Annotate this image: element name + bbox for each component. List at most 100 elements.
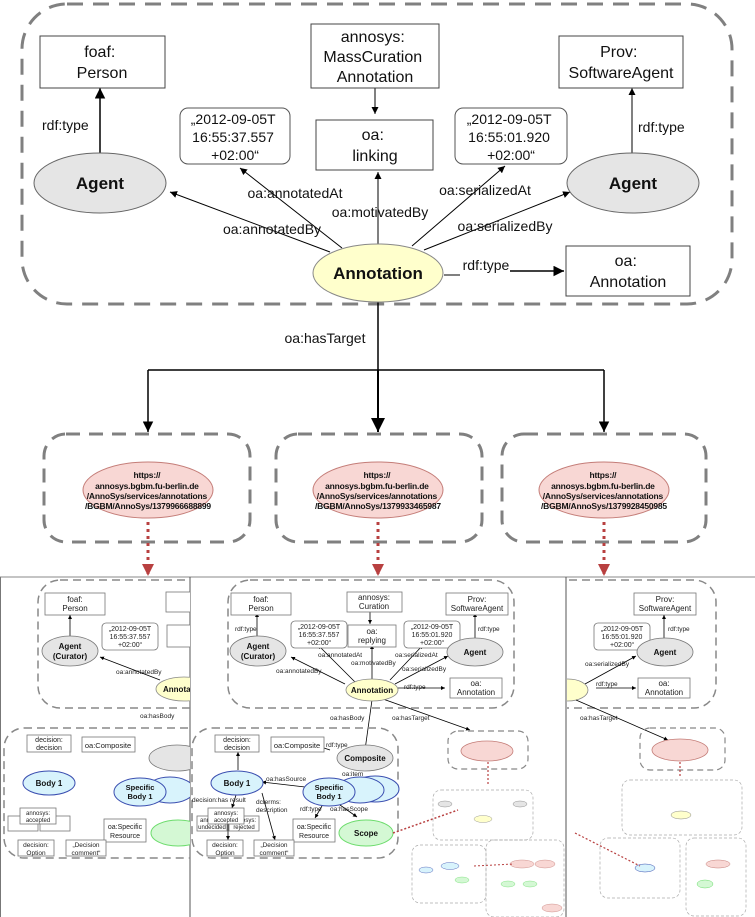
foaf-person-box — [39, 35, 166, 89]
svg-text:„2012-09-05T 16:55:37.557: „2012-09-05T 16:55:37.557 +02:00“ — [191, 111, 279, 163]
annotated-at-line3: +02:00“ — [211, 147, 259, 163]
sub-oa-composite: oa:Composite — [274, 741, 320, 750]
sub-lbl-target: oa:hasTarget — [392, 715, 430, 722]
annotated-at-line2: 16:55:37.557 — [192, 129, 274, 145]
sub-lbl-by: oa:annotatedBy — [276, 668, 322, 675]
sub-motivation-1: oa: — [366, 627, 377, 636]
right-sw-2: SoftwareAgent — [639, 604, 692, 613]
right-agent: Agent — [654, 648, 677, 657]
sub-lbl-body: oa:hasBody — [330, 715, 365, 722]
label-motivated-by: oa:motivatedBy — [332, 204, 429, 220]
oa-annotation-type-box — [565, 245, 691, 297]
sub-lbl-st: oa:serializedAt — [395, 652, 438, 659]
oa-annotation-line2: Annotation — [590, 274, 667, 291]
right-rdftype-2: rdf:type — [596, 681, 618, 688]
right-lbl-sb: oa:serializedBy — [585, 661, 630, 668]
agent-left-label: Agent — [76, 174, 125, 193]
oa-annotation-line1: oa: — [615, 253, 637, 270]
target-uri-node — [312, 461, 444, 519]
sub-sr-2: Resource — [299, 833, 329, 840]
target3-uri-line2: annosys.bgbm.fu-berlin.de — [551, 481, 655, 491]
svg-text:Prov: SoftwareAgent: Prov: SoftwareAgent — [569, 44, 675, 82]
target-group-2: https:// annosys.bgbm.fu-berlin.de /Anno… — [274, 432, 484, 576]
motivation-line1: oa: — [362, 127, 384, 144]
target-uri-node — [538, 461, 670, 519]
sub-annotation: Annotation — [351, 686, 393, 695]
left-dec-1: decision: — [35, 737, 63, 744]
left-acc-1: annosys: — [26, 811, 50, 817]
sub-lbl-sb: oa:serializedBy — [402, 666, 447, 673]
target1-uri-line4: /BGBM/AnnoSys/1379966688899 — [85, 501, 211, 511]
target2-uri-line4: /BGBM/AnnoSys/1379933465987 — [315, 501, 441, 511]
sub-oa-ann-2: Annotation — [457, 688, 495, 697]
class-box-line3: Annotation — [337, 69, 414, 86]
svg-text:Agent(Curator): Agent(Curator) — [53, 642, 88, 661]
sub-rdftype-5: rdf:type — [300, 806, 322, 813]
svg-text:oa:replying: oa:replying — [358, 627, 386, 645]
foaf-person-line2: Person — [77, 65, 128, 82]
right-lbl-target: oa:hasTarget — [580, 715, 618, 722]
sub-lbl-item: oa:item — [342, 771, 363, 778]
left-body1: Body 1 — [36, 779, 63, 788]
mass-curation-class-box — [310, 23, 440, 89]
sub-class-2: Curation — [359, 602, 389, 611]
svg-text:Prov:SoftwareAgent: Prov:SoftwareAgent — [639, 595, 692, 613]
right-oa-ann-1: oa: — [658, 679, 669, 688]
sub-decision-1: decision: — [223, 737, 251, 744]
agent-right-label: Agent — [609, 174, 658, 193]
sub-rdftype-1: rdf:type — [235, 626, 257, 633]
left-acc-2: accepted — [26, 818, 50, 824]
svg-text:decision:decision: decision:decision — [223, 737, 251, 752]
left-dec-2: decision — [36, 745, 62, 752]
label-annotated-by: oa:annotatedBy — [223, 221, 321, 237]
sub-person-1: foaf: — [253, 595, 269, 604]
sub-sb1-2: Body 1 — [316, 792, 341, 801]
sub-lbl-at: oa:annotatedAt — [318, 652, 362, 659]
annotation-node — [312, 243, 444, 303]
left-sb1-2: Body 1 — [127, 792, 152, 801]
right-st-3: +02:00“ — [610, 642, 635, 649]
target1-uri-line2: annosys.bgbm.fu-berlin.de — [95, 481, 199, 491]
motivation-box — [315, 119, 434, 171]
label-serialized-at: oa:serializedAt — [439, 182, 531, 198]
software-agent-line1: Prov: — [600, 44, 637, 61]
sub-rdftype-2: rdf:type — [478, 626, 500, 633]
sub-lbl-desc-2: description — [256, 807, 288, 814]
label-has-target: oa:hasTarget — [285, 330, 366, 346]
sub-sw-1: Prov: — [468, 595, 487, 604]
svg-text:oa: linking: oa: linking — [352, 127, 397, 165]
main-annotation-group — [20, 2, 734, 306]
sub-diagram-mini-target — [411, 730, 565, 917]
serialized-at-line2: 16:55:01.920 — [468, 129, 550, 145]
svg-text:„2012-09-05T 16:55:01.920: „2012-09-05T 16:55:01.920 +02:00“ — [467, 111, 555, 163]
left-at-2: 16:55:37.557 — [110, 634, 151, 641]
svg-text:annosys:accepted: annosys:accepted — [214, 811, 239, 824]
target2-uri-line3: /AnnoSys/services/annotations — [317, 491, 438, 501]
right-oa-ann-2: Annotation — [645, 688, 683, 697]
software-agent-box — [558, 35, 684, 89]
sub-class-1: annosys: — [358, 593, 390, 602]
svg-text:decision:Option: decision:Option — [212, 842, 238, 857]
left-sr-2: Resource — [110, 833, 140, 840]
left-at-3: +02:00“ — [118, 642, 143, 649]
edge-serialized-by — [423, 191, 571, 251]
class-box-line2: MassCuration — [323, 49, 422, 66]
sub-st-3: +02:00“ — [420, 640, 445, 647]
agent-left-node — [33, 152, 167, 214]
right-st-2: 16:55:01.920 — [602, 634, 643, 641]
serialized-at-line1: „2012-09-05T — [467, 111, 552, 127]
sub-at-2: 16:55:37.557 — [299, 632, 340, 639]
motivation-line2: linking — [352, 148, 397, 165]
label-annotation-type: rdf:type — [463, 257, 510, 273]
label-annotated-at: oa:annotatedAt — [248, 185, 343, 201]
svg-text:foaf: Person: foaf: Person — [77, 44, 128, 82]
target3-uri-line3: /AnnoSys/services/annotations — [543, 491, 664, 501]
svg-text:foaf:Person: foaf:Person — [62, 595, 87, 613]
left-sb1-1: Specific — [126, 783, 155, 792]
sub-motivation-2: replying — [358, 636, 386, 645]
